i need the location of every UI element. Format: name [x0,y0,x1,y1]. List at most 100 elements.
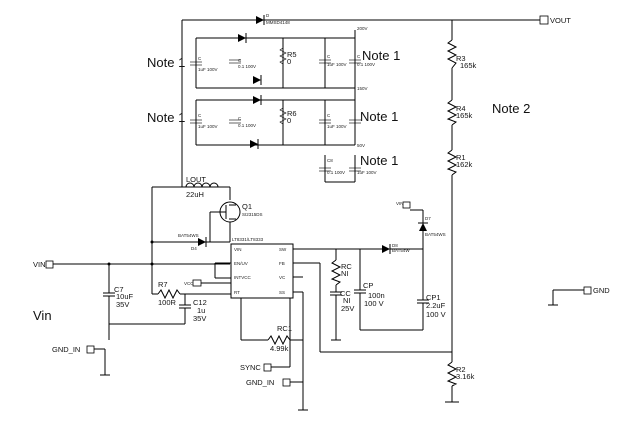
svg-text:10uF: 10uF [116,292,134,301]
svg-text:1u: 1u [197,306,205,315]
svg-text:VIN: VIN [33,260,46,269]
svg-text:4.99k: 4.99k [270,344,289,353]
svg-text:100 V: 100 V [364,299,384,308]
resistor-r1: R1 162k [446,149,473,176]
svg-text:0.1 100V: 0.1 100V [238,64,256,69]
svg-text:R2: R2 [456,365,466,374]
svg-text:1uF 100V: 1uF 100V [327,124,347,129]
stage-2: C 1uF 100V C 0.1 100V C 1uF 100V 50V R6 … [190,95,365,149]
svg-text:R1: R1 [456,153,466,162]
svg-text:Q1: Q1 [242,202,252,211]
svg-text:1uF 100V: 1uF 100V [198,67,218,72]
svg-text:D: D [266,13,270,18]
svg-text:NI: NI [341,269,349,278]
stage-3: C8 0.1 100V 1uF 100V [319,155,377,183]
gnd-in-port-1: GND_IN [52,345,95,354]
capacitor-cc: CC NI 25V [330,289,354,341]
svg-text:C: C [238,116,242,121]
stage-1: C 1uF 100V C 0.1 100V C 1uF 100V C 0.1 1… [190,26,375,145]
svg-text:22uH: 22uH [186,190,204,199]
svg-text:C: C [238,58,242,63]
note1-left-mid: Note 1 [147,110,185,125]
svg-text:BAT54W: BAT54W [392,248,410,253]
svg-text:35V: 35V [193,314,206,323]
svg-text:C: C [198,56,202,61]
svg-text:RC1: RC1 [277,324,292,333]
vin-port: VIN [33,260,54,269]
svg-text:C12: C12 [193,298,207,307]
r5-ref: R5 [287,50,297,59]
svg-text:C: C [357,54,361,59]
svg-text:SYNC: SYNC [240,363,261,372]
svg-text:FB: FB [279,261,285,266]
svg-text:200V: 200V [357,26,368,31]
svg-text:C7: C7 [114,285,124,294]
resistor-rc1: RC1 4.99k [240,298,303,353]
svg-text:VCC: VCC [184,281,194,286]
svg-text:CP: CP [363,281,373,290]
note2: Note 2 [492,101,530,116]
svg-text:2.2uF: 2.2uF [426,301,446,310]
svg-text:GND_IN: GND_IN [52,345,80,354]
svg-text:CP1: CP1 [426,293,441,302]
r5-value: 0 [287,57,291,66]
svg-text:C: C [327,113,331,118]
svg-text:VIN: VIN [396,201,404,206]
svg-text:R4: R4 [456,104,466,113]
gnd-port: GND [583,286,610,295]
gnd-in-port-2: GND_IN [246,378,291,387]
output-rail-wires [181,19,540,402]
svg-text:100R: 100R [158,298,177,307]
svg-text:165k: 165k [460,61,477,70]
ic-u1: LT8331/LT8333 VIN EN/UV INTVCC RT SW FB … [230,237,294,299]
capacitor-cp1: CP1 2.2uF 100 V [417,293,446,330]
svg-text:EN/UV: EN/UV [234,261,248,266]
svg-text:INTVCC: INTVCC [234,275,252,280]
svg-text:MMSD4148: MMSD4148 [266,20,290,25]
svg-text:LT8331/LT8333: LT8331/LT8333 [232,237,264,242]
sync-port: SYNC [240,363,272,372]
svg-text:GND_IN: GND_IN [246,378,274,387]
svg-text:CC: CC [340,289,351,298]
capacitor-cp: CP 100n 100 V [354,281,385,330]
svg-text:SW: SW [279,247,287,252]
svg-text:VOUT: VOUT [550,16,571,25]
svg-text:100n: 100n [368,291,385,300]
svg-text:50V: 50V [357,143,365,148]
svg-text:0.1 100V: 0.1 100V [238,123,256,128]
svg-text:BAT54WS: BAT54WS [425,232,446,237]
svg-text:100 V: 100 V [426,310,446,319]
vcc-port: VCC [184,279,202,287]
svg-text:165k: 165k [456,111,473,120]
svg-text:RC: RC [341,262,352,271]
svg-text:0.1 100V: 0.1 100V [357,62,375,67]
svg-text:GND: GND [593,286,610,295]
resistor-r4: R4 165k [446,99,473,126]
svg-text:D8: D8 [392,243,398,248]
vout-port: VOUT [539,15,571,25]
capacitor-c7: C7 10uF 35V [103,264,134,324]
svg-text:VC: VC [279,275,286,280]
svg-text:1uF 100V: 1uF 100V [198,124,218,129]
svg-text:150V: 150V [357,86,368,91]
diode-top: D MMSD4148 [256,13,290,25]
svg-text:SS: SS [279,290,285,295]
resistor-r7: R7 100R [152,280,231,307]
note1-left-top: Note 1 [147,55,185,70]
svg-text:RT: RT [234,290,240,295]
svg-text:BAT54WS: BAT54WS [178,233,199,238]
capacitor-c12: C12 1u 35V [179,294,207,324]
r6-value: 0 [287,116,291,125]
diode-input: BAT54WS D4 [178,233,207,251]
vin-small-port: VIN [396,201,411,209]
svg-text:3.16k: 3.16k [456,372,475,381]
svg-text:LOUT: LOUT [186,175,206,184]
svg-text:C: C [198,113,202,118]
svg-text:C: C [327,54,331,59]
svg-text:D7: D7 [425,216,431,221]
svg-text:0.1 100V: 0.1 100V [327,170,345,175]
svg-text:1uF 100V: 1uF 100V [327,62,347,67]
resistor-rc: RC NI [330,259,352,286]
resistor-r2: R2 3.16k [446,361,475,387]
